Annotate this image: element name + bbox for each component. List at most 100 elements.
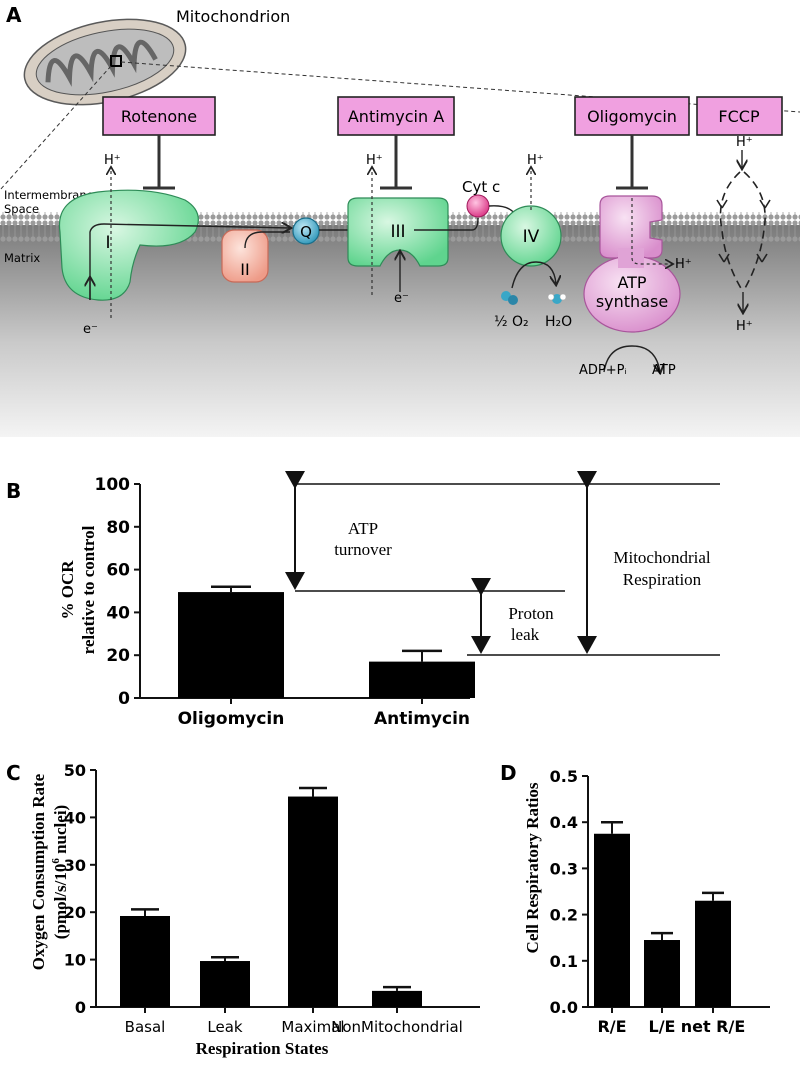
panel-b-category-label: Oligomycin [178,709,285,729]
panel-b-ytick-label: 60 [106,561,130,581]
panel-d-ylabel: Cell Respiratory Ratios [523,782,542,953]
mitochondrion-icon [23,18,187,106]
panel-b-bar-antimycin [369,661,475,698]
complex-iv-label: IV [523,227,540,247]
panel-d-ytick-label: 0.2 [550,906,578,925]
panel-d-ytick-label: 0.4 [550,813,578,832]
proton-arrow-synthase [631,198,672,264]
oxygen-reduction-arrow [511,261,556,289]
inhibitor-rotenone: Rotenone [102,96,216,190]
adp-pi-label: ADP+Pᵢ [579,363,627,378]
panel-c-label: C [6,761,21,785]
proton-leak-label-2: leak [511,625,540,644]
panel-c-ytick-label: 0 [75,998,86,1017]
fccp-label: FCCP [718,107,760,126]
inhibitor-fccp: FCCP [696,96,783,136]
atp-turnover-label-1: ATP [348,519,378,538]
panel-d-category-label: R/E [597,1017,626,1036]
antimycin-a-label: Antimycin A [348,107,444,126]
panel-b-category-label: Antimycin [374,709,470,729]
cyt-c-label: Cyt c [462,178,500,196]
h2o-label: H₂O [545,314,572,330]
intermembrane-label: Intermembrane [4,188,94,202]
panel-a: A Mitochondrion Rotenone Antimycin A [0,3,800,437]
panel-d-ytick-label: 0.5 [550,767,578,786]
panel-c-category-label: Basal [125,1018,166,1036]
panel-d-ytick-label: 0.3 [550,859,578,878]
h-plus-synthase: H⁺ [675,257,692,272]
panel-c-xlabel: Respiration States [196,1039,329,1058]
panel-c-ytick-label: 40 [64,808,86,827]
cytochrome-c [466,194,490,218]
o2-molecule-icon [501,291,518,305]
panel-d-ytick-label: 0.0 [550,998,578,1017]
panel-b-ytick-label: 0 [118,689,130,709]
panel-c-bar-nonmitochondrial [372,990,422,1007]
e-minus-i: e⁻ [83,322,98,337]
panel-c-ytick-label: 20 [64,903,86,922]
mitochondrion-label: Mitochondrion [176,7,290,26]
h-plus-fccp-bottom: H⁺ [736,319,753,334]
atp-synthase [583,195,681,333]
panel-b-ylabel-1: % OCR [58,560,77,620]
panel-c-ytick-label: 10 [64,951,86,970]
panel-d-bar-r-e [594,833,630,1007]
panel-c-ylabel-1: Oxygen Consumption Rate [29,773,48,970]
panel-d-ytick-label: 0.1 [550,952,578,971]
panel-d-plot: 0.0 0.1 0.2 0.3 0.4 0.5R/E L/E net R/E [550,767,770,1036]
complex-i-label: I [105,233,110,253]
complex-ii-label: II [240,260,249,279]
panel-c-category-label: Leak [207,1018,243,1036]
panel-b-ytick-label: 100 [95,475,131,495]
rotenone-label: Rotenone [121,107,197,126]
panel-d-category-label: L/E [649,1017,676,1036]
panel-b-ytick-label: 20 [106,646,130,666]
complex-i [58,189,199,301]
panel-c-ytick-label: 30 [64,856,86,875]
panel-c-bar-leak [200,961,250,1007]
panel-d-bar-l-e [644,940,680,1007]
panel-b-bar-oligomycin [178,592,284,698]
panel-c-bar-basal [120,915,170,1007]
matrix-label: Matrix [4,251,40,265]
panel-d-bar-net-r-e [695,900,731,1007]
panel-b: B % OCR relative to control 0 20 40 60 80 100… [6,471,720,729]
mito-resp-label-2: Respiration [623,570,702,589]
panel-b-ylabel-2: relative to control [79,525,98,654]
panel-c-bar-maximal [288,796,338,1007]
h-plus-iii: H⁺ [366,153,383,168]
q-label: Q [300,223,312,241]
complex-iv [500,205,562,267]
atp-label: ATP [652,363,676,378]
proton-leak-label-1: Proton [508,604,554,623]
h2o-molecule-icon [547,293,567,304]
panel-b-ytick-label: 40 [106,603,130,623]
atp-turnover-label-2: turnover [334,540,392,559]
ubiquinone-q [292,217,320,245]
complex-iii [347,197,449,267]
h-plus-i: H⁺ [104,153,121,168]
inhibitor-oligomycin: Oligomycin [574,96,690,190]
half-o2-label: ½ O₂ [494,314,529,330]
panel-b-label: B [6,479,21,503]
panel-b-ytick-label: 80 [106,518,130,538]
panel-c-category-label: Maximal [281,1018,344,1036]
h-plus-iv: H⁺ [527,153,544,168]
panel-c: C Oxygen Consumption Rate (pmol/s/106 nu… [6,761,480,1058]
fccp-proton-cycle [716,150,771,312]
panel-a-label: A [6,3,22,27]
electron-path-ii [244,231,290,249]
panel-d-label: D [500,761,517,785]
e-minus-iii: e⁻ [394,291,409,306]
panel-c-ytick-label: 50 [64,761,86,780]
complex-iii-label: III [390,222,405,242]
panel-d-category-label: net R/E [681,1017,746,1036]
mito-resp-label-1: Mitochondrial [613,548,711,567]
electron-path-i [89,224,290,300]
panel-d: D Cell Respiratory Ratios 0.00.10.20.30.… [500,761,770,1036]
atp-synthase-label-2: synthase [596,292,668,311]
space-label: Space [4,202,39,216]
